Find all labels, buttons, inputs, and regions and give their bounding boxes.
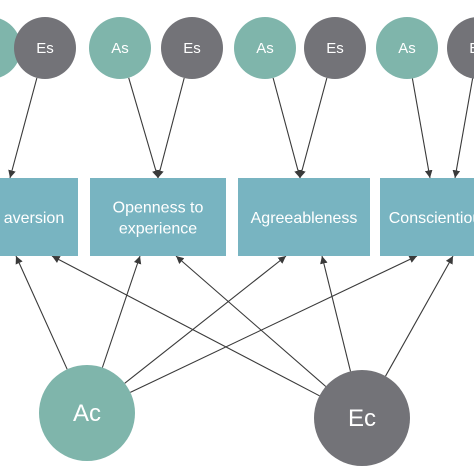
- top-node-label: Es: [36, 40, 54, 57]
- top-node-circle: [304, 17, 366, 79]
- edge-as1-to-openness: [128, 77, 160, 179]
- edge-ac-to-openness: [101, 255, 142, 368]
- top-node-circle: [234, 17, 296, 79]
- nodes-layer: As Es As Es As Es As EsAc Ec: [0, 17, 474, 466]
- top-node-circle: [161, 17, 223, 79]
- trait-box-agreeableness: Agreeableness: [238, 178, 370, 256]
- trait-label-extraversion: aversion: [4, 210, 64, 227]
- top-node-es1: Es: [161, 17, 223, 79]
- edge-ac-to-conscientiousness: [130, 255, 418, 393]
- bottom-node-circle: [314, 370, 410, 466]
- top-node-circle: [89, 17, 151, 79]
- edge-ec-to-conscientiousness: [385, 255, 454, 377]
- edge-ec-to-openness: [175, 255, 327, 387]
- edge-ec-to-agreeableness: [320, 255, 352, 372]
- trait-box-bg: [238, 178, 370, 256]
- top-node-es2: Es: [304, 17, 366, 79]
- top-node-label: As: [398, 40, 416, 57]
- edge-as2-to-agreeableness: [272, 77, 302, 179]
- top-node-es3: Es: [447, 17, 474, 79]
- bottom-node-ec: Ec: [314, 370, 410, 466]
- trait-box-bg: [380, 178, 474, 256]
- top-node-as2: As: [234, 17, 296, 79]
- edge-es3-to-conscientiousness: [452, 78, 474, 179]
- trait-box-openness: Openness to experience: [90, 178, 226, 256]
- top-node-circle: [0, 18, 21, 78]
- edge-as3-to-conscientiousness: [411, 78, 433, 179]
- top-node-circle: [376, 17, 438, 79]
- edge-es2-to-agreeableness: [298, 77, 328, 179]
- top-node-label: As: [256, 40, 274, 57]
- trait-box-conscientiousness: Conscientiou: [380, 178, 474, 256]
- top-node-as0: As: [0, 18, 21, 78]
- top-node-as1: As: [89, 17, 151, 79]
- edge-ec-to-extraversion: [51, 255, 320, 397]
- trait-box-extraversion: aversion: [0, 178, 78, 256]
- trait-boxes-layer: aversion Openness to experience Agreeablene…: [0, 178, 474, 256]
- edge-ac-to-extraversion: [15, 255, 68, 370]
- trait-label-openness: Openness to: [113, 200, 204, 217]
- edge-ac-to-agreeableness: [124, 255, 287, 384]
- top-node-label: Es: [469, 40, 474, 57]
- top-node-as3: As: [376, 17, 438, 79]
- trait-box-bg: [0, 178, 78, 256]
- top-node-circle: [447, 17, 474, 79]
- bottom-node-label: Ec: [348, 405, 376, 432]
- top-node-es0: Es: [14, 17, 76, 79]
- edge-es0-to-extraversion: [8, 77, 38, 179]
- top-node-label: Es: [183, 40, 201, 57]
- top-node-label: As: [111, 40, 129, 57]
- edges-layer: [8, 77, 474, 397]
- top-node-circle: [14, 17, 76, 79]
- bottom-node-ac: Ac: [39, 365, 135, 461]
- edge-es1-to-openness: [156, 77, 185, 179]
- bottom-node-label: Ac: [73, 400, 101, 427]
- top-node-label: Es: [326, 40, 344, 57]
- trait-label-conscientiousness: Conscientiou: [389, 210, 474, 227]
- trait-label-agreeableness: Agreeableness: [251, 210, 358, 227]
- trait-label-openness: experience: [119, 221, 197, 238]
- trait-box-bg: [90, 178, 226, 256]
- bottom-node-circle: [39, 365, 135, 461]
